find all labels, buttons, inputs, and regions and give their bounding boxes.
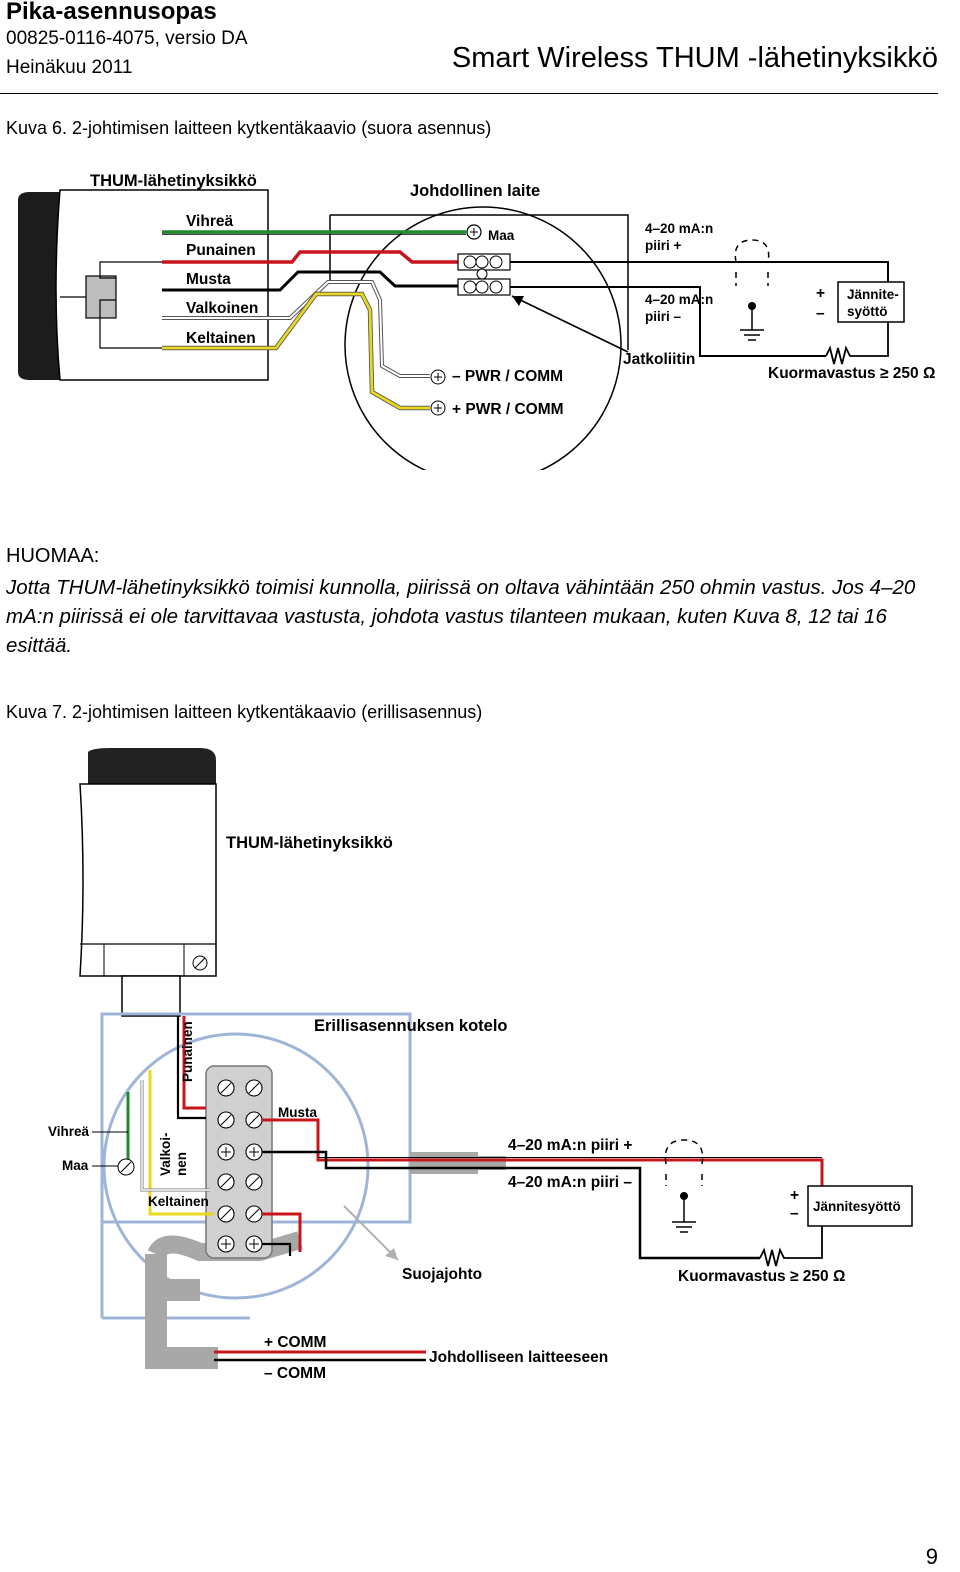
splice-connector <box>457 253 511 296</box>
green-wire-label: Vihreä <box>48 1124 90 1139</box>
load-resistor-label: Kuormavastus ≥ 250 Ω <box>768 365 935 382</box>
ground-label: Maa <box>488 228 515 243</box>
shield-label: Suojajohto <box>402 1266 482 1283</box>
comm-plus-label: + COMM <box>264 1334 326 1351</box>
comm-minus-label: – COMM <box>264 1365 326 1382</box>
wire-label-yellow: Keltainen <box>186 330 256 347</box>
to-device-label: Johdolliseen laitteeseen <box>429 1349 608 1366</box>
figure7-caption: Kuva 7. 2-johtimisen laitteen kytkentäka… <box>6 702 483 722</box>
supply-label-line1: Jännite- <box>847 287 899 302</box>
terminal-strip <box>205 1065 273 1259</box>
load-resistor-icon <box>759 1226 823 1267</box>
power-supply-box <box>837 281 905 323</box>
splice-pointer-arrow <box>511 295 629 353</box>
supply-plus-sign: + <box>816 285 825 302</box>
ground-symbol-icon <box>734 239 770 341</box>
red-wire-label: Punainen <box>180 1021 195 1082</box>
thum-unit-body <box>18 192 64 380</box>
loop-minus-wire <box>262 1150 760 1260</box>
loop-minus-label-line2: piiri – <box>645 309 682 324</box>
pwr-plus-terminal-icon <box>430 400 446 416</box>
wire-yellow <box>148 1070 214 1216</box>
black-wire-label: Musta <box>278 1105 317 1120</box>
ground-label: Maa <box>62 1158 89 1173</box>
conduit-fitting <box>410 1152 478 1174</box>
thum-unit-body <box>79 783 217 977</box>
ground-symbol-icon <box>664 1139 704 1233</box>
thum-label: THUM-lähetinyksikkö <box>226 834 393 852</box>
note-body: Jotta THUM-lähetinyksikkö toimisi kunnol… <box>6 576 916 657</box>
white-wire-label-line1: Valkoi- <box>158 1132 173 1176</box>
pwr-minus-label: – PWR / COMM <box>452 368 563 385</box>
pwr-minus-terminal-icon <box>430 369 446 385</box>
gray-cable <box>145 1254 218 1369</box>
header-divider <box>0 93 938 94</box>
loop-plus-label: 4–20 mA:n piiri + <box>508 1137 632 1154</box>
wire-label-black: Musta <box>186 271 231 288</box>
supply-plus-sign: + <box>790 1187 799 1204</box>
thum-mount-screw-icon <box>192 955 208 971</box>
load-resistor-label: Kuormavastus ≥ 250 Ω <box>678 1268 845 1285</box>
wired-device-connection-box <box>329 214 629 350</box>
wired-device-housing <box>344 206 622 470</box>
loop-plus-label-line2: piiri + <box>645 238 682 253</box>
supply-minus-sign: – <box>816 305 825 322</box>
splice-label: Jatkoliitin <box>623 351 695 368</box>
loop-plus-label-line1: 4–20 mA:n <box>645 221 713 236</box>
document-number: 00825-0116-4075, versio DA <box>6 28 248 49</box>
wired-device-label: Johdollinen laite <box>410 182 540 200</box>
figure6-wiring-diagram: THUM-lähetinyksikkö Johdollinen laite Vi… <box>18 172 935 470</box>
wire-label-white: Valkoinen <box>186 300 258 317</box>
load-resistor-icon <box>825 322 889 365</box>
wire-black <box>162 270 460 292</box>
wire-red <box>182 1016 206 1110</box>
loop-plus-wire <box>510 261 889 282</box>
yellow-wire-label: Keltainen <box>148 1194 209 1209</box>
supply-label: Jännitesyöttö <box>813 1199 901 1214</box>
page-number: 9 <box>925 1544 938 1569</box>
document-title: Pika-asennusopas <box>6 0 217 25</box>
pwr-plus-label: + PWR / COMM <box>452 401 564 418</box>
wire-black <box>176 1016 206 1120</box>
note-title: HUOMAA: <box>6 545 100 567</box>
shield-pointer-arrow <box>343 1205 399 1261</box>
figure6-caption: Kuva 6. 2-johtimisen laitteen kytkentäka… <box>6 118 492 138</box>
power-supply-box <box>807 1185 913 1227</box>
document-date: Heinäkuu 2011 <box>6 57 133 78</box>
white-wire-label-line2: nen <box>174 1152 189 1176</box>
wire-red <box>162 250 460 264</box>
thum-unit-cap <box>88 748 216 784</box>
thum-stem <box>121 975 181 1017</box>
loop-minus-label-line1: 4–20 mA:n <box>645 292 713 307</box>
supply-minus-sign: – <box>790 1205 799 1222</box>
supply-label-line2: syöttö <box>847 304 888 319</box>
thum-unit-housing <box>55 189 269 381</box>
enclosure-label: Erillisasennuksen kotelo <box>314 1017 508 1035</box>
product-title: Smart Wireless THUM -lähetinyksikkö <box>451 42 938 74</box>
thum-label: THUM-lähetinyksikkö <box>90 172 257 190</box>
ground-screw-icon <box>117 1158 135 1176</box>
wire-label-red: Punainen <box>186 242 256 259</box>
wire-label-green: Vihreä <box>186 213 233 230</box>
loop-minus-label: 4–20 mA:n piiri – <box>508 1174 632 1191</box>
loop-minus-wire <box>510 286 826 357</box>
loop-plus-wire <box>262 1118 824 1186</box>
